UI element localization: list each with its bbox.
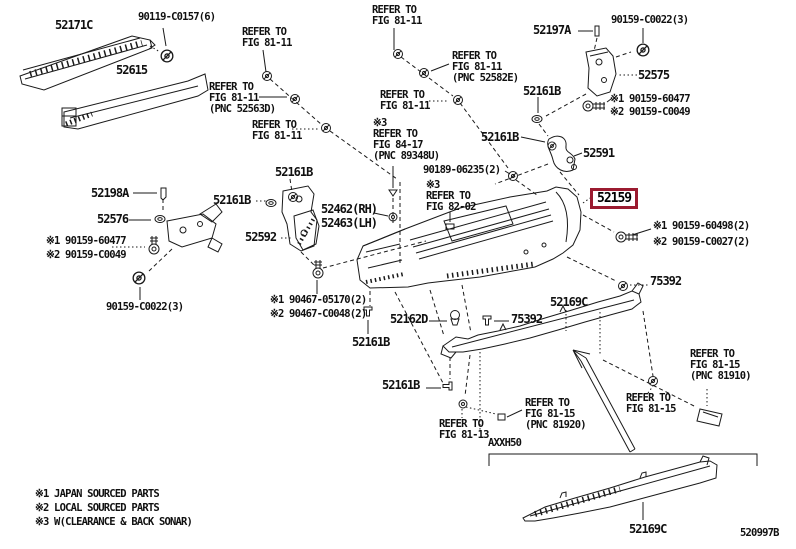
axxh50-bracket xyxy=(488,453,758,466)
reflector-drawing xyxy=(647,376,723,427)
note-fig81-15-pnc81920: REFER TO FIG 81-15 (PNC 81920) xyxy=(525,397,587,431)
part-label-52591: 52591 xyxy=(583,146,615,160)
note-fig81-11-c: REFER TO FIG 81-11 xyxy=(252,119,302,142)
note-fig81-13: REFER TO FIG 81-13 xyxy=(439,418,489,441)
bolt-60498-drawing xyxy=(615,228,652,243)
part-label-75392-left: 75392 xyxy=(511,312,543,326)
fastener-label-c0049-left: ※2 90159-C0049 xyxy=(46,249,127,261)
part-label-52462rh: 52462(RH) xyxy=(321,202,378,216)
bumper-cover-drawing xyxy=(356,186,617,384)
note-fig81-11-a: REFER TO FIG 81-11 xyxy=(242,26,292,49)
note-fig81-11-pnc52563d: REFER TO FIG 81-11 (PNC 52563D) xyxy=(209,81,276,115)
fastener-label-90159c0022-top: 90159-C0022(3) xyxy=(611,14,689,26)
note-fig82-02: ※3 REFER TO FIG 82-02 xyxy=(426,179,476,213)
note-fig84-17: ※3 REFER TO FIG 84-17 (PNC 89348U) xyxy=(373,117,440,162)
part-label-52161b-3: 52161B xyxy=(275,165,313,179)
model-code-label: AXXH50 xyxy=(488,437,522,449)
fastener-label-90189: 90189-06235(2) xyxy=(423,164,501,176)
note-fig81-11-pnc52582e: REFER TO FIG 81-11 (PNC 52582E) xyxy=(452,50,519,84)
part-label-52169c-upper: 52169C xyxy=(550,295,588,309)
fastener-label-60477-right: ※1 90159-60477 xyxy=(610,93,691,105)
part-label-52592: 52592 xyxy=(245,230,277,244)
part-label-52576: 52576 xyxy=(97,212,129,226)
fastener-label-90467-1: ※1 90467-05170(2) xyxy=(270,294,367,306)
part-label-52161b-5: 52161B xyxy=(352,335,390,349)
note-fig81-15-center: REFER TO FIG 81-15 xyxy=(626,392,676,415)
absorber-52615-drawing xyxy=(61,45,209,130)
fastener-label-90467-2: ※2 90467-C0048(2) xyxy=(270,308,367,320)
part-label-52575: 52575 xyxy=(638,68,670,82)
legend-item-local-sourced: ※2 LOCAL SOURCED PARTS xyxy=(35,502,160,514)
hook-52591-drawing xyxy=(494,93,587,196)
drawing-number-label: 520997B xyxy=(740,527,779,539)
fastener-label-90159c0022-bottom: 90159-C0022(3) xyxy=(106,301,184,313)
note-fig81-11-f: REFER TO FIG 81-11 xyxy=(380,89,430,112)
highlighted-part-callout-52159: 52159 xyxy=(590,188,639,209)
bracket-52592-drawing xyxy=(256,178,427,294)
note-fig81-15-pnc81910: REFER TO FIG 81-15 (PNC 81910) xyxy=(690,348,752,382)
screw-90119-c0157 xyxy=(160,27,174,63)
fastener-label-60477-left: ※1 90159-60477 xyxy=(46,235,127,247)
direction-arrow xyxy=(572,349,636,453)
bracket-52575-drawing xyxy=(578,25,650,112)
part-label-52161b-4: 52161B xyxy=(213,193,251,207)
legend-item-sonar: ※3 W(CLEARANCE & BACK SONAR) xyxy=(35,516,193,528)
fastener-label-c0049-right: ※2 90159-C0049 xyxy=(610,106,691,118)
note-fig81-11-d: REFER TO FIG 81-11 xyxy=(372,4,422,27)
part-label-52197a: 52197A xyxy=(533,23,571,37)
lower-clips-drawing xyxy=(363,291,523,421)
part-label-52198a: 52198A xyxy=(91,186,129,200)
part-label-75392-right: 75392 xyxy=(650,274,682,288)
part-label-52463lh: 52463(LH) xyxy=(321,216,378,230)
screw-chain-left xyxy=(259,49,398,180)
part-label-52171c: 52171C xyxy=(55,18,93,32)
lower-deflector-52169c-drawing xyxy=(522,455,718,522)
part-label-52161b-2: 52161B xyxy=(481,130,519,144)
part-label-52162d: 52162D xyxy=(390,312,428,326)
retainer-fig84-17-drawing xyxy=(388,166,398,226)
fastener-label-60498: ※1 90159-60498(2) xyxy=(653,220,750,232)
screw-chain-right xyxy=(393,28,509,169)
part-label-52169c-lower: 52169C xyxy=(629,522,667,536)
part-label-52615: 52615 xyxy=(116,63,148,77)
fastener-label-90119: 90119-C0157(6) xyxy=(138,11,216,23)
reinforcement-bar-52171c-drawing xyxy=(19,35,156,91)
part-label-52161b-1: 52161B xyxy=(523,84,561,98)
part-label-52161b-6: 52161B xyxy=(382,378,420,392)
legend-item-japan-sourced: ※1 JAPAN SOURCED PARTS xyxy=(35,488,160,500)
bracket-52198a-drawing xyxy=(112,187,223,300)
fastener-label-c0027: ※2 90159-C0027(2) xyxy=(653,236,750,248)
